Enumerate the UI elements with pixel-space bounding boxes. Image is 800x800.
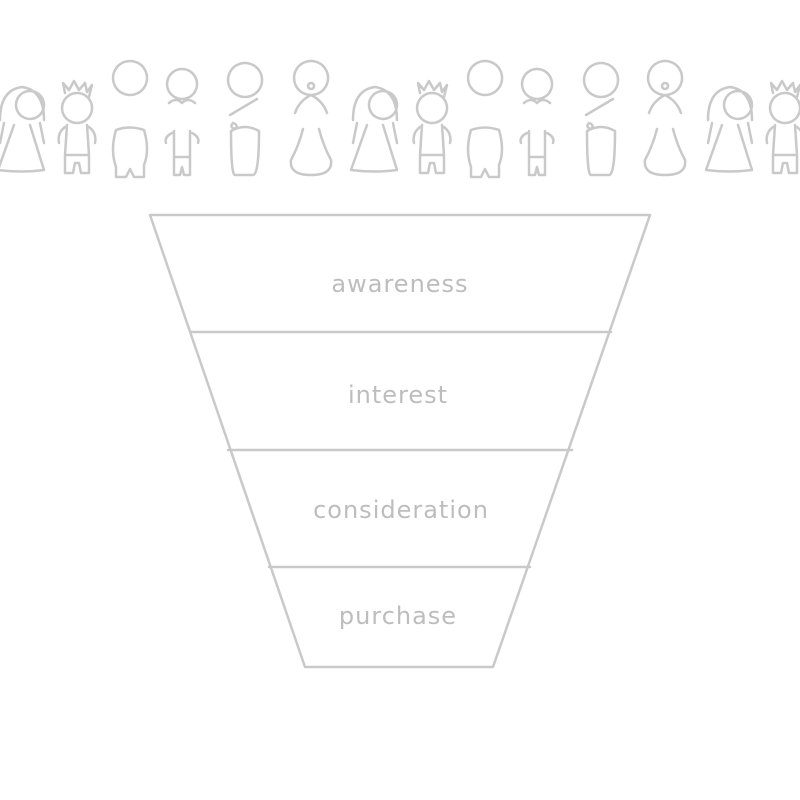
ponytail-person-figure-icon <box>226 61 264 177</box>
king-crown-figure-icon <box>765 79 800 175</box>
people-row <box>0 59 800 179</box>
stage-purchase: purchase <box>339 602 457 630</box>
funnel-outline <box>148 213 652 669</box>
bun-girl-figure-icon <box>643 59 687 177</box>
king-crown-figure-icon <box>57 79 97 175</box>
stage-interest: interest <box>348 381 448 409</box>
boy-spiky-hair-figure-icon <box>164 67 200 177</box>
girl-long-hair-figure-icon <box>349 85 399 173</box>
stage-consideration: consideration <box>313 496 489 524</box>
boy-spiky-hair-figure-icon <box>519 67 555 177</box>
stage-awareness: awareness <box>331 270 468 298</box>
plain-person-figure-icon <box>111 59 149 179</box>
girl-long-hair-figure-icon <box>0 85 46 173</box>
ponytail-person-figure-icon <box>582 61 620 177</box>
bun-girl-figure-icon <box>289 59 333 177</box>
girl-long-hair-figure-icon <box>704 85 754 173</box>
plain-person-figure-icon <box>466 59 504 179</box>
funnel: awareness interest consideration purchas… <box>148 213 652 669</box>
king-crown-figure-icon <box>412 79 452 175</box>
